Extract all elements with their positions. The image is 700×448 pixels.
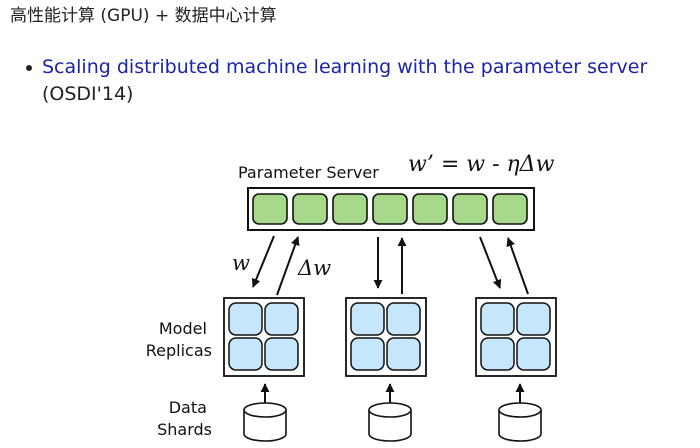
data-shards-label-line2: Shards: [157, 420, 212, 439]
model-replica-cell: [350, 337, 385, 371]
data-shards: [243, 383, 542, 442]
model-replica: [345, 297, 427, 377]
data-shard-top: [243, 402, 287, 418]
parameter-server-cell: [452, 193, 488, 225]
weights-down-arrow: [479, 236, 502, 289]
model-replicas-label-line2: Replicas: [146, 341, 212, 360]
weights-down-arrow: [251, 235, 275, 288]
model-replica-cell: [264, 302, 299, 336]
weights-label: w: [232, 251, 250, 275]
reference-item: Scaling distributed machine learning wit…: [26, 54, 694, 108]
parameter-server-cell: [412, 193, 448, 225]
model-replica-cell: [228, 302, 263, 336]
model-replicas-label: Model Replicas: [146, 319, 212, 360]
model-replica-cell: [480, 337, 515, 371]
model-replica-cell: [480, 302, 515, 336]
parameter-server-cells: [252, 193, 528, 225]
model-replicas: [223, 297, 557, 377]
model-replica-cell: [516, 337, 551, 371]
data-shard-top: [498, 402, 542, 418]
parameter-server-cell: [252, 193, 288, 225]
reference-list: Scaling distributed machine learning wit…: [26, 54, 694, 108]
data-shard-body: [243, 410, 287, 442]
data-shards-label: Data Shards: [157, 398, 212, 439]
data-shard: [368, 383, 412, 442]
data-shard-body: [498, 410, 542, 442]
model-replica-cell: [386, 337, 421, 371]
model-replica: [223, 297, 305, 377]
model-replica-cell: [386, 302, 421, 336]
model-replica-cell: [228, 337, 263, 371]
update-rule-formula: w’ = w - ηΔw: [408, 152, 555, 177]
gradient-up-arrow: [276, 236, 300, 296]
model-replicas-label-line1: Model: [159, 319, 207, 338]
parameter-server-label: Parameter Server: [238, 163, 379, 182]
page-heading: 高性能计算 (GPU) + 数据中心计算: [10, 6, 277, 26]
gradient-label: Δw: [297, 256, 331, 280]
parameter-server-cell: [292, 193, 328, 225]
paper-link[interactable]: Scaling distributed machine learning wit…: [42, 56, 648, 78]
model-replica-cell: [264, 337, 299, 371]
model-replica-cell: [350, 302, 385, 336]
data-shards-label-line1: Data: [169, 398, 207, 417]
data-shard: [243, 383, 287, 442]
parameter-server-cell: [492, 193, 528, 225]
parameter-server-cell: [372, 193, 408, 225]
data-shard-top: [368, 402, 412, 418]
model-replica: [475, 297, 557, 377]
parameter-server-cell: [332, 193, 368, 225]
data-shard: [498, 383, 542, 442]
paper-venue: (OSDI'14): [42, 83, 134, 105]
gradient-up-arrow: [506, 237, 529, 295]
model-replica-cell: [516, 302, 551, 336]
data-shard-body: [368, 410, 412, 442]
